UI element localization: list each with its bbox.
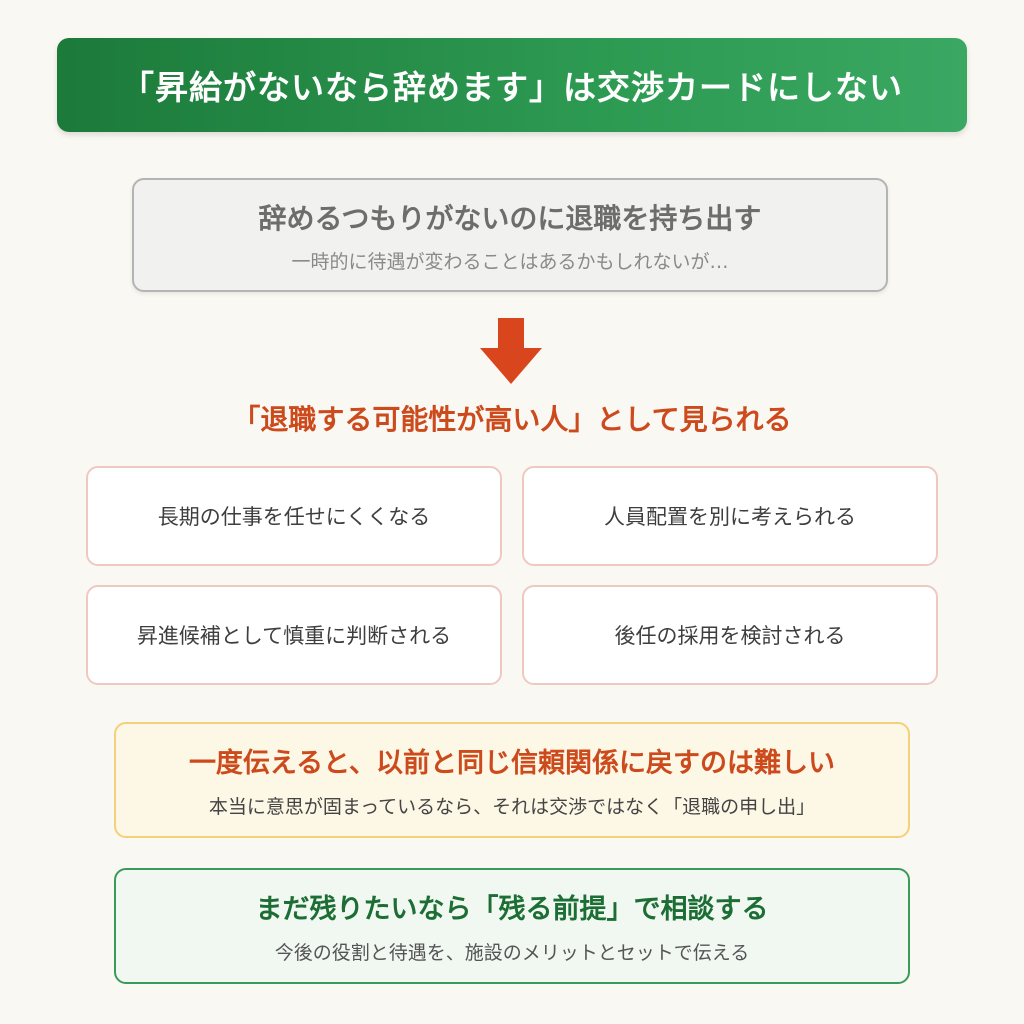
consequence-card: 長期の仕事を任せにくくなる bbox=[86, 466, 502, 566]
advice-main-text: まだ残りたいなら「残る前提」で相談する bbox=[255, 894, 769, 925]
title-banner: 「昇給がないなら辞めます」は交渉カードにしない bbox=[57, 38, 967, 132]
result-heading: 「退職する可能性が高い人」として見られる bbox=[232, 403, 792, 436]
consequence-text: 後任の採用を検討される bbox=[614, 624, 846, 648]
warning-main-text: 一度伝えると、以前と同じ信頼関係に戻すのは難しい bbox=[188, 748, 836, 779]
advice-sub-text: 今後の役割と待遇を、施設のメリットとセットで伝える bbox=[274, 942, 750, 964]
consequence-card: 昇進候補として慎重に判断される bbox=[86, 585, 502, 685]
consequence-card: 人員配置を別に考えられる bbox=[522, 466, 938, 566]
premise-main-text: 辞めるつもりがないのに退職を持ち出す bbox=[258, 201, 762, 235]
warning-sub-text: 本当に意思が固まっているなら、それは交渉ではなく「退職の申し出」 bbox=[208, 796, 816, 818]
consequence-text: 長期の仕事を任せにくくなる bbox=[157, 505, 431, 529]
page-title: 「昇給がないなら辞めます」は交渉カードにしない bbox=[121, 68, 903, 107]
premise-sub-text: 一時的に待遇が変わることはあるかもしれないが… bbox=[291, 250, 729, 273]
premise-box: 辞めるつもりがないのに退職を持ち出す 一時的に待遇が変わることはあるかもしれない… bbox=[132, 178, 888, 292]
advice-box: まだ残りたいなら「残る前提」で相談する 今後の役割と待遇を、施設のメリットとセッ… bbox=[114, 868, 910, 984]
down-arrow-shape bbox=[480, 318, 542, 384]
consequence-card: 後任の採用を検討される bbox=[522, 585, 938, 685]
consequence-text: 人員配置を別に考えられる bbox=[604, 505, 856, 529]
warning-box: 一度伝えると、以前と同じ信頼関係に戻すのは難しい 本当に意思が固まっているなら、… bbox=[114, 722, 910, 838]
down-arrow-icon bbox=[480, 318, 542, 384]
consequence-text: 昇進候補として慎重に判断される bbox=[136, 624, 452, 648]
